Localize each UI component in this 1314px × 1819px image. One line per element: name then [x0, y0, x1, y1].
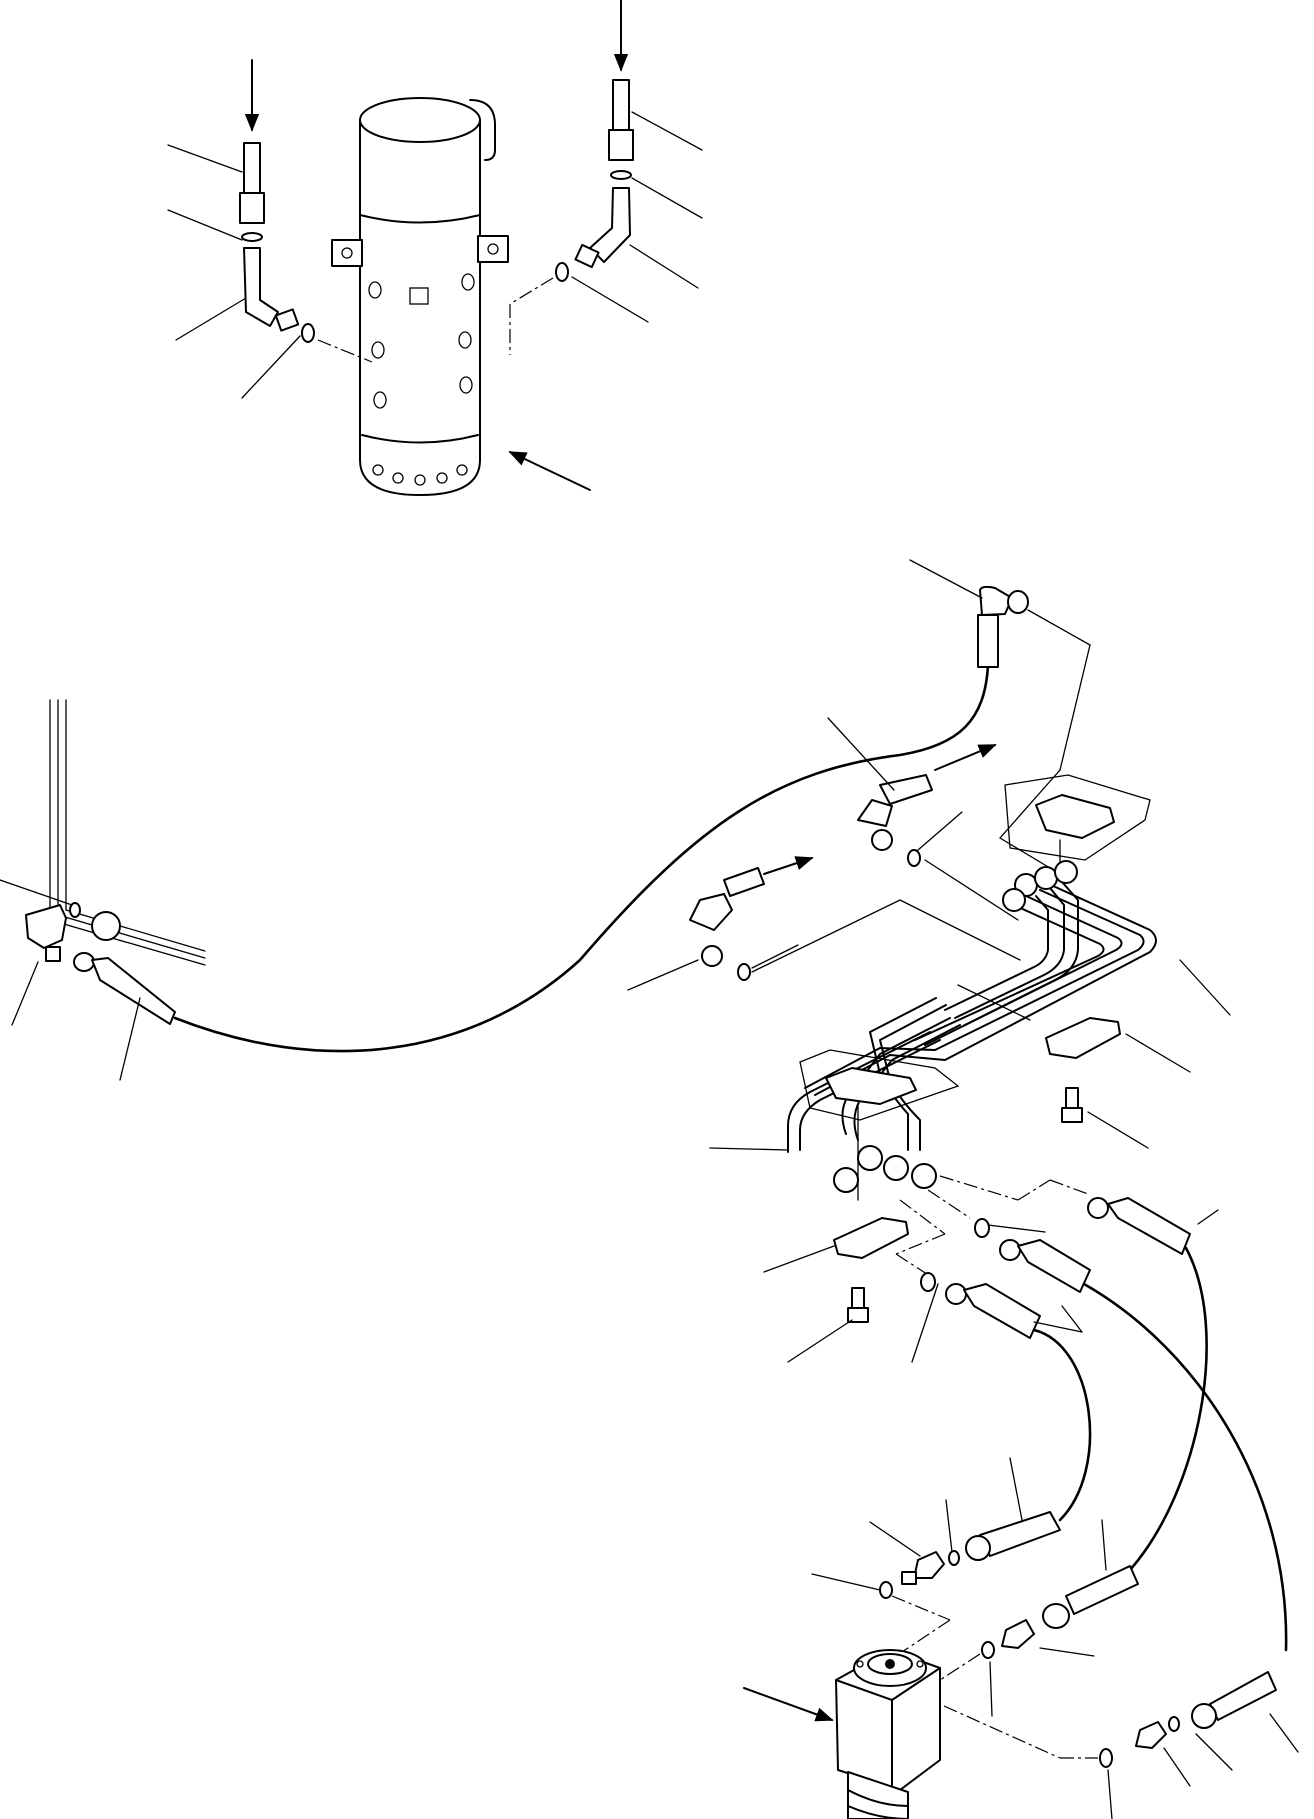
o-ring-icon: [879, 1581, 893, 1599]
hose-ends-center: [911, 1197, 1219, 1363]
elbow-fitting-icon: [689, 893, 733, 931]
bottom-fittings: [811, 1457, 1299, 1819]
clamp-icon: [833, 1217, 909, 1259]
swivel-pointer-arrow: [508, 451, 591, 491]
clamp-icon: [1035, 794, 1115, 839]
hose-icon: [1065, 1565, 1139, 1615]
o-ring-icon: [69, 902, 81, 918]
hose-icon: [1209, 1671, 1277, 1721]
clamp-icon: [825, 1067, 917, 1105]
lower-hoses: [1032, 1246, 1288, 1652]
o-ring-icon: [1168, 1716, 1180, 1732]
o-ring-icon: [241, 232, 263, 242]
hose-nut-icon: [608, 129, 634, 161]
center-dash-lines: [895, 1175, 1089, 1277]
hose-icon: [612, 79, 630, 131]
hose-nut-icon: [239, 192, 265, 224]
o-ring-icon: [981, 1641, 995, 1659]
elbow-fitting-icon: [1001, 1619, 1035, 1649]
pipe-bundle: [709, 860, 1231, 1193]
cab-side-left: [0, 699, 206, 1081]
o-ring-icon: [555, 262, 569, 282]
swivel-joint-icon: [331, 97, 509, 496]
valve-pointer-arrow: [743, 1687, 834, 1722]
hose-icon: [977, 614, 999, 668]
o-ring-icon: [907, 849, 921, 867]
o-ring-icon: [737, 963, 751, 981]
o-ring-icon: [920, 1272, 936, 1292]
right-top-fitting-group: [509, 0, 634, 355]
clamp-detail-left: [799, 1049, 960, 1201]
elbow-fitting-icon: [25, 904, 67, 949]
middle-hose-lower: [627, 856, 1021, 991]
elbow-fitting-icon: [589, 187, 631, 263]
hose-icon: [879, 774, 933, 805]
hose-icon: [91, 957, 176, 1025]
hose-icon: [723, 867, 765, 897]
middle-hose-upper: [827, 717, 1019, 921]
elbow-fitting-icon: [243, 247, 279, 327]
o-ring-icon: [1099, 1748, 1113, 1768]
bolt-icon: [1061, 1107, 1083, 1123]
o-ring-icon: [610, 170, 632, 180]
long-hose-line: [173, 663, 990, 1053]
hose-icon: [1017, 1239, 1091, 1293]
elbow-fitting-icon: [979, 585, 1013, 616]
right-elbow-fitting: [909, 559, 1091, 875]
hose-icon: [979, 1511, 1061, 1557]
hose-icon: [243, 142, 261, 194]
elbow-fitting-icon: [857, 799, 893, 827]
lower-clamps: [763, 1017, 1191, 1363]
o-ring-icon: [974, 1218, 990, 1238]
clamp-icon: [1045, 1017, 1121, 1059]
elbow-fitting-icon: [913, 1551, 945, 1579]
hose-icon: [1107, 1197, 1191, 1255]
left-top-fitting-group: [239, 59, 373, 363]
clamp-detail-upper: [1004, 774, 1151, 881]
hose-icon: [963, 1283, 1041, 1339]
top-leader-lines: [167, 111, 703, 399]
steering-valve-icon: [835, 1649, 941, 1819]
bolt-icon: [847, 1307, 869, 1323]
elbow-fitting-icon: [1135, 1721, 1167, 1749]
o-ring-icon: [948, 1550, 960, 1566]
o-ring-icon: [301, 323, 315, 343]
